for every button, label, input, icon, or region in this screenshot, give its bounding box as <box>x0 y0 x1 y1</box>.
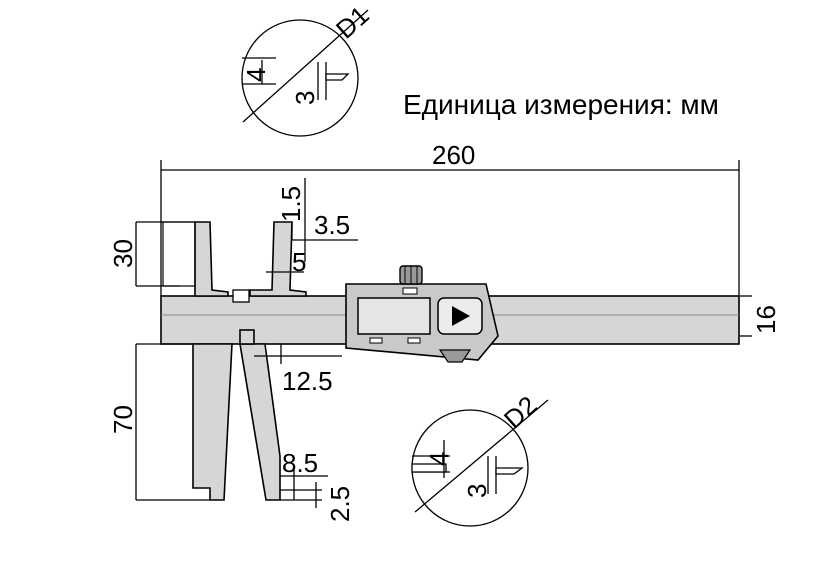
detail-d1-circle <box>241 19 359 137</box>
detail-d2-dim-a: 4 <box>424 452 454 466</box>
detail-d2: 4 3 D2 <box>411 390 549 527</box>
lower-tip-width-label: 8.5 <box>282 448 318 478</box>
upper-jaw-length-label: 30 <box>108 239 138 268</box>
lower-sliding-jaw <box>239 343 281 501</box>
units-label: Единица измерения: мм <box>403 89 719 120</box>
detail-d1-dim-b: 3 <box>290 91 320 105</box>
beam-height-label: 16 <box>751 305 781 334</box>
upper-tip-top-label: 1.5 <box>276 186 306 222</box>
lower-jaw-length-label: 70 <box>108 405 138 434</box>
overall-length-label: 260 <box>432 140 475 170</box>
detail-d1-dim-a: 4 <box>241 68 271 82</box>
upper-sliding-jaw <box>249 221 307 297</box>
caliper-body <box>160 221 740 501</box>
lcd-display <box>357 297 431 335</box>
upper-fixed-jaw <box>194 221 229 297</box>
lower-fixed-jaw <box>192 343 233 501</box>
upper-tip-height-label: 5 <box>292 247 306 277</box>
detail-d2-label: D2 <box>498 390 543 435</box>
detail-d1-leader <box>242 9 369 123</box>
play-icon <box>452 306 470 326</box>
lower-jaw-gap-label: 12.5 <box>282 366 333 396</box>
detail-d1: 4 3 D1 <box>241 0 375 137</box>
upper-tip-width-label: 3.5 <box>314 210 350 240</box>
detail-d2-dim-b: 3 <box>462 484 492 498</box>
lower-tip-height-label: 2.5 <box>325 486 355 522</box>
